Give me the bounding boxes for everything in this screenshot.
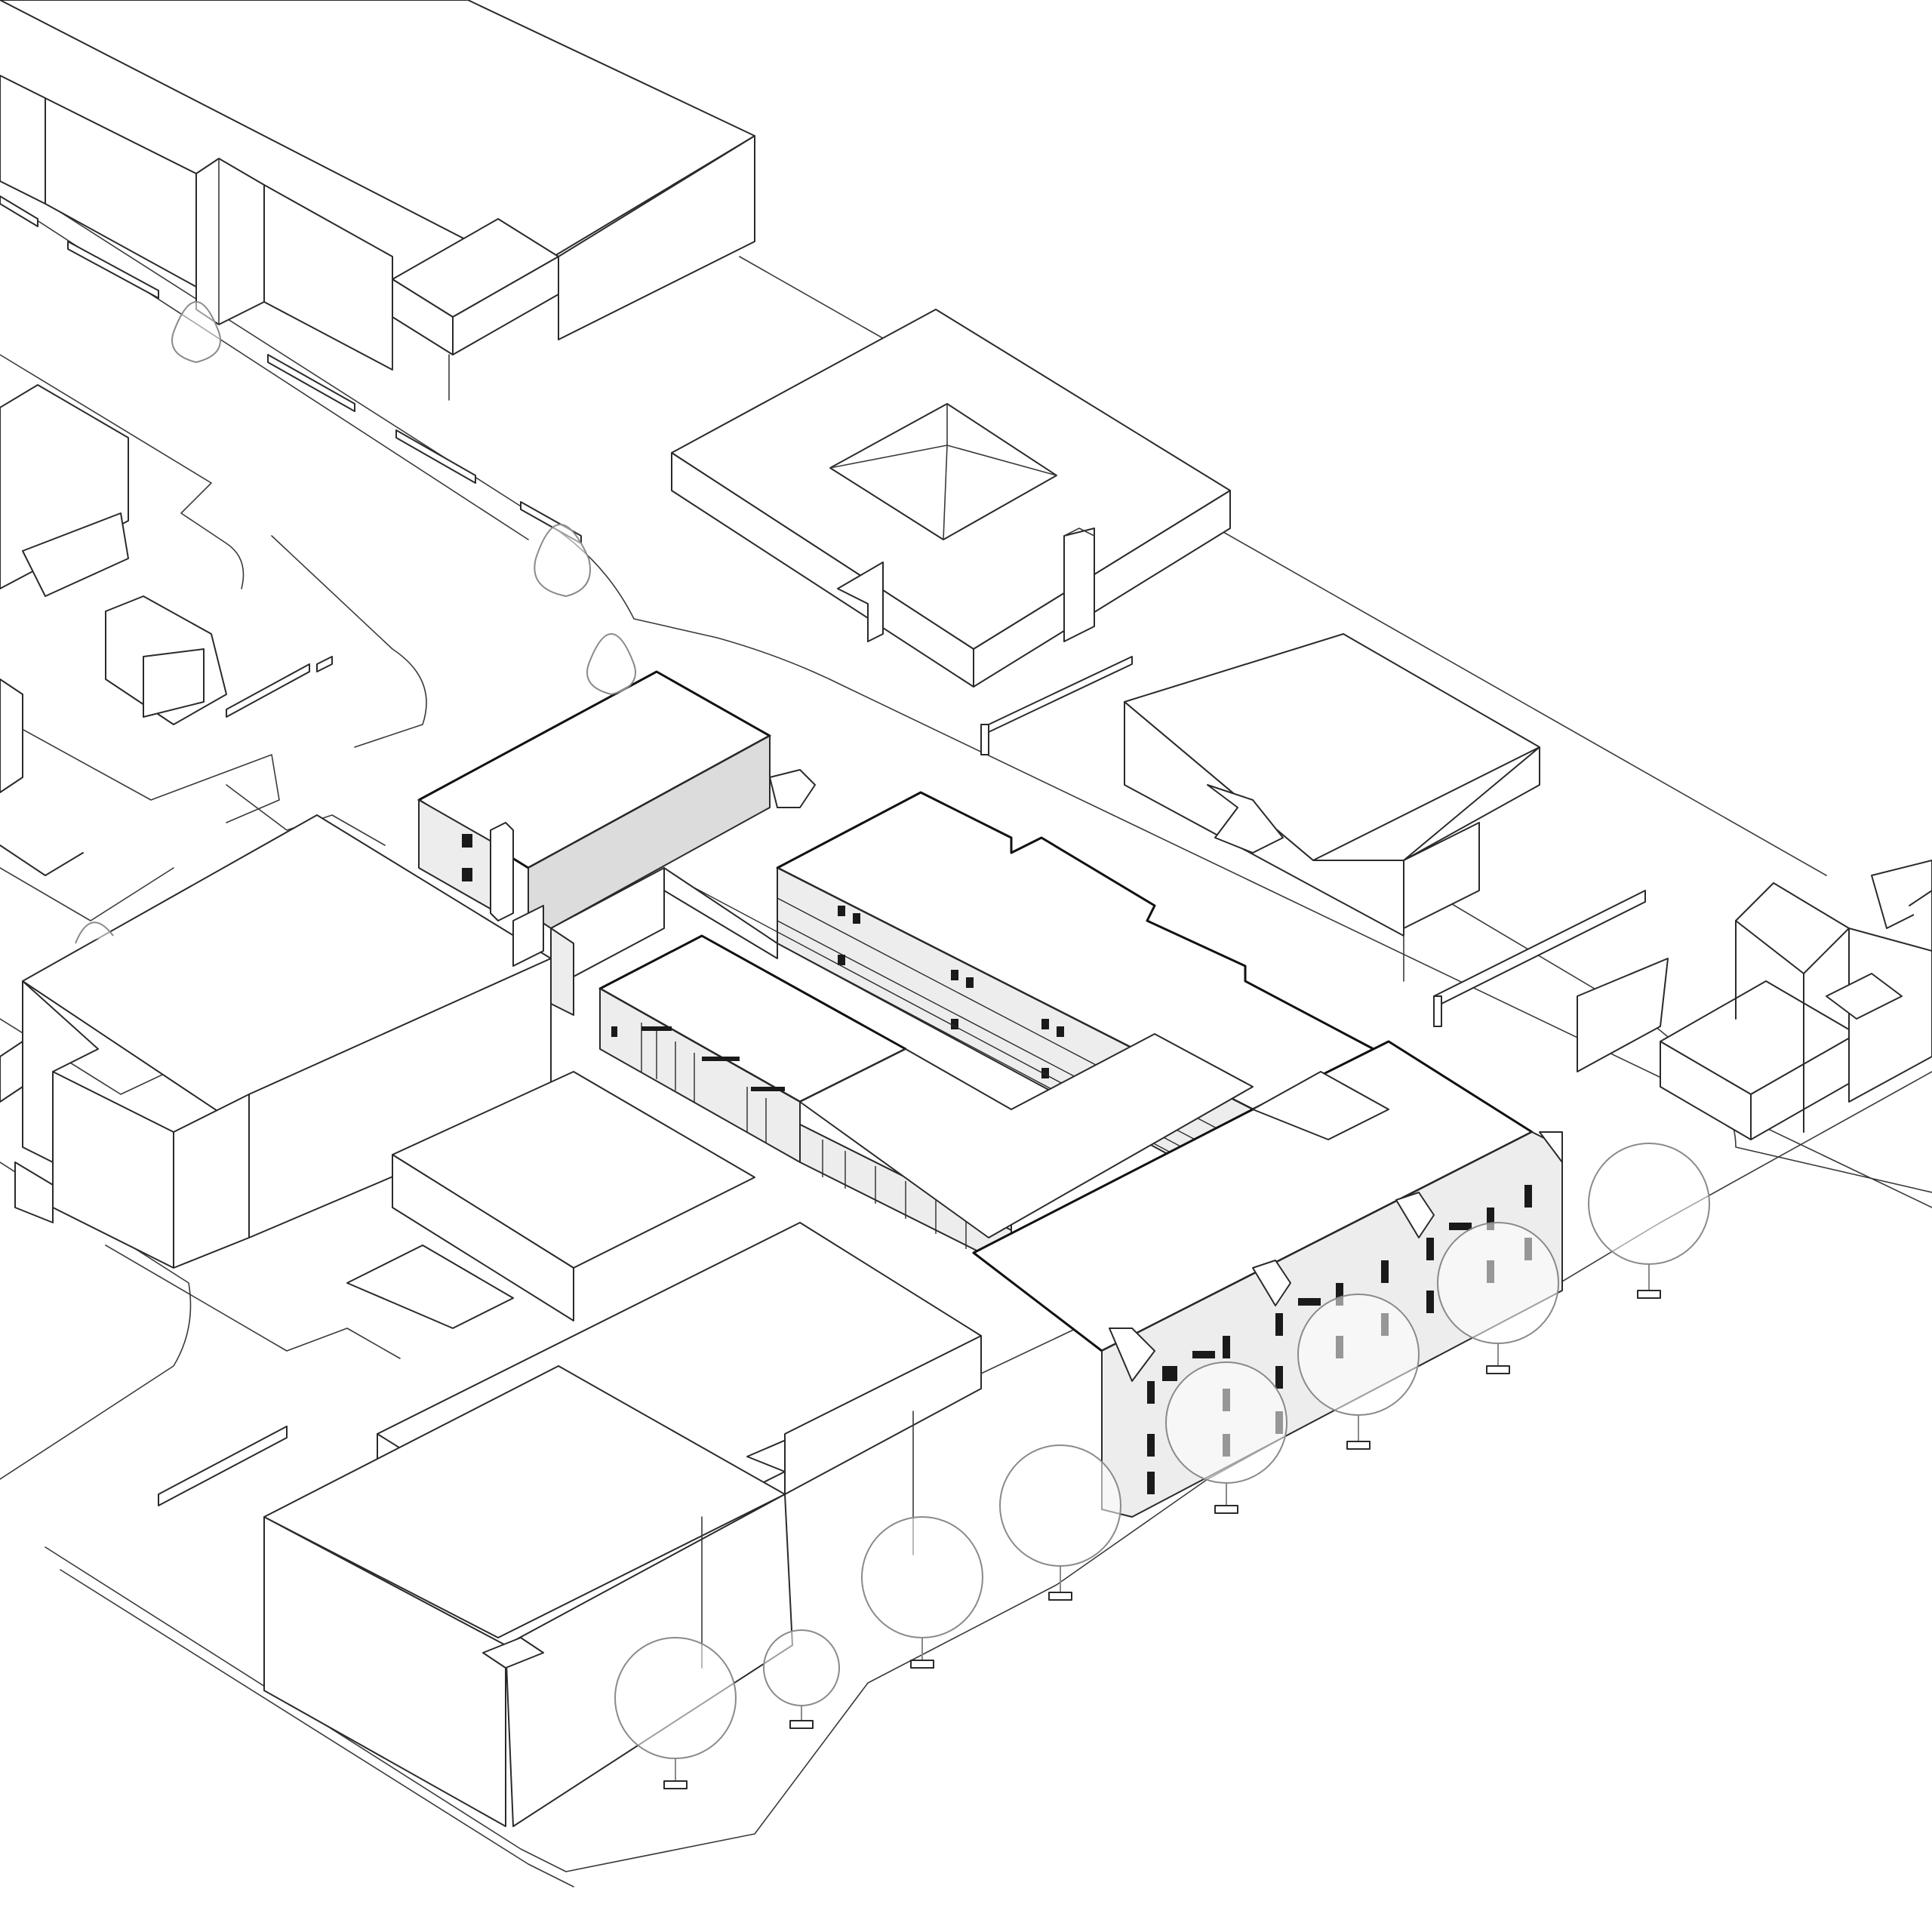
east-long-building [1124, 633, 1540, 982]
south-central-building [346, 1071, 755, 1329]
scheme-northwest-block [417, 670, 816, 967]
pavilion-glazing [611, 1023, 785, 1143]
scheme-corridor-link [550, 867, 778, 1016]
pyramid-roof-building [671, 309, 1231, 688]
east-houses [1577, 860, 1932, 1140]
north-building-block [0, 0, 755, 401]
scheme-courtyard [799, 1033, 1254, 1238]
west-buildings [0, 384, 227, 1103]
west-large-block [14, 814, 552, 1269]
street-trees [75, 301, 1710, 1789]
